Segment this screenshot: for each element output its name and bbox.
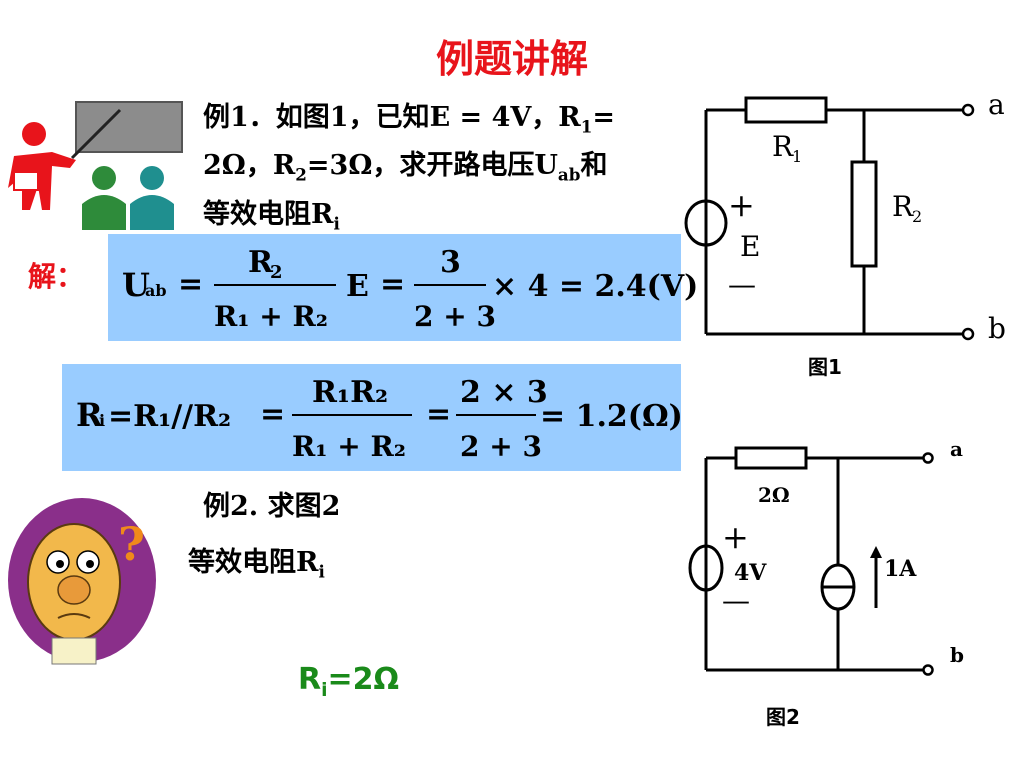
- formula1-lhs: U: [122, 266, 150, 304]
- formula1-lhs-sub: ab: [145, 281, 167, 300]
- formula1-tail: × 4 = 2.4(V): [492, 269, 698, 304]
- source-4v-label: 4V: [734, 560, 767, 586]
- formula1-num1-sub: 2: [270, 262, 283, 283]
- formula2-num2: 2 × 3: [460, 375, 548, 410]
- plus-sign-2: +: [722, 518, 749, 556]
- formula1-num1: R: [248, 245, 274, 280]
- circuit-diagram-1: R 1 R 2 + E — a b 图1: [684, 88, 1006, 379]
- source-1a-label: 1A: [884, 556, 917, 582]
- r1-sub: 1: [792, 147, 802, 166]
- svg-text:=: =: [178, 267, 203, 302]
- resistor-2ohm-label: 2Ω: [758, 483, 790, 507]
- svg-text:=: =: [426, 397, 451, 432]
- plus-sign: +: [728, 186, 755, 224]
- solution-label: 解：: [28, 260, 85, 293]
- formula2-parallel: =R₁//R₂: [108, 399, 231, 434]
- formula1-den2: 2 + 3: [414, 300, 496, 333]
- example2-question: 等效电阻Ri: [188, 547, 325, 582]
- r2-label: R: [892, 190, 914, 223]
- formula2-svg: R i =R₁//R₂ = R₁R₂ R₁ + R₂ = 2 × 3 2 + 3…: [76, 375, 683, 463]
- voltage-source-4v: [688, 544, 724, 592]
- current-source-1a: [820, 563, 856, 611]
- terminal-a-2: a: [950, 437, 963, 461]
- formula1-svg: U ab = R 2 R₁ + R₂ E = 3 2 + 3 × 4 = 2.4…: [122, 245, 698, 333]
- formula2-lhs-sub: i: [99, 411, 105, 430]
- terminal-b-2: b: [950, 643, 964, 667]
- svg-text:=: =: [260, 397, 285, 432]
- figure1-caption: 图1: [808, 355, 842, 379]
- formula1-num2: 3: [440, 245, 461, 280]
- terminal-b: b: [988, 312, 1006, 345]
- formula2-box: R i =R₁//R₂ = R₁R₂ R₁ + R₂ = 2 × 3 2 + 3…: [62, 364, 683, 471]
- voltage-source-e: [684, 199, 728, 247]
- formula2-result: = 1.2(Ω): [540, 399, 683, 434]
- minus-sign: —: [728, 268, 756, 301]
- formula2-den1: R₁ + R₂: [292, 430, 406, 463]
- confused-face-icon: ?: [8, 498, 156, 665]
- r2-sub: 2: [912, 207, 922, 226]
- svg-text:=: =: [380, 267, 405, 302]
- formula2-num1: R₁R₂: [312, 375, 388, 410]
- teacher-clipart-icon: [8, 101, 183, 230]
- r1-label: R: [772, 130, 794, 163]
- current-arrow-icon: [870, 546, 882, 558]
- formula2-den2: 2 + 3: [460, 430, 542, 463]
- terminal-a: a: [988, 88, 1005, 121]
- svg-text:?: ?: [118, 517, 145, 571]
- formula1-den1: R₁ + R₂: [214, 300, 328, 333]
- page-title: 例题讲解: [435, 37, 588, 81]
- formula2-lhs: R: [76, 396, 103, 434]
- source-e-label: E: [740, 230, 760, 263]
- minus-sign-2: —: [722, 584, 750, 617]
- formula1-mid: E: [346, 269, 369, 304]
- example1-text: 例1．如图1，已知E = 4V，R1= 2Ω，R2=3Ω，求开路电压Uab和 等…: [203, 102, 616, 234]
- circuit-diagram-2: 2Ω + 4V — 1A a b 图2: [688, 437, 964, 729]
- example2-title: 例2. 求图2: [203, 491, 341, 522]
- figure2-caption: 图2: [766, 705, 800, 729]
- formula1-box: U ab = R 2 R₁ + R₂ E = 3 2 + 3 × 4 = 2.4…: [108, 234, 698, 341]
- answer-text: Ri=2Ω: [298, 662, 399, 701]
